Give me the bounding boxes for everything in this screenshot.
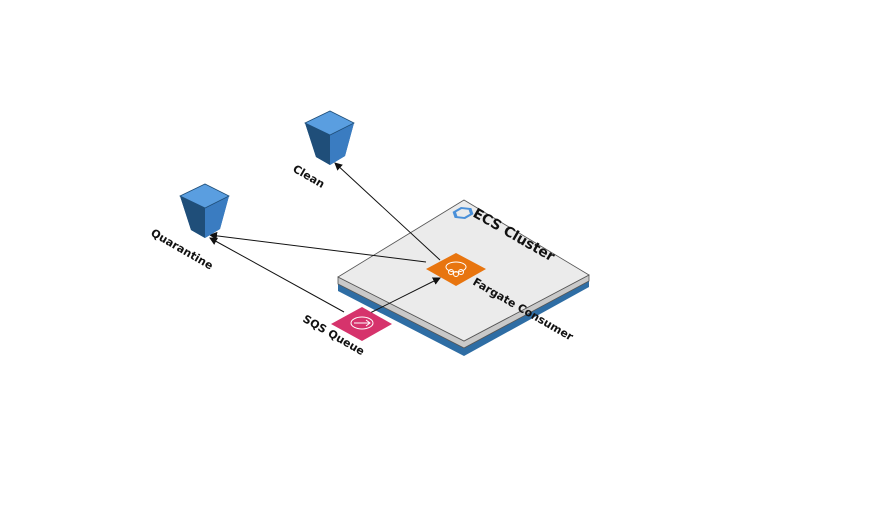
clean-bucket[interactable]: Clean xyxy=(291,110,355,191)
edge-fargate-to-quarantine xyxy=(209,231,427,263)
fargate-glyph-icon xyxy=(445,261,467,277)
sqs-glyph-icon xyxy=(350,316,374,330)
edge-sqs-to-quarantine xyxy=(209,237,345,313)
edge-sqs-to-fargate xyxy=(369,277,441,314)
sqs-icon xyxy=(331,307,392,341)
s3-bucket-icon xyxy=(304,110,355,165)
connections xyxy=(209,162,441,314)
fargate-icon xyxy=(426,253,486,286)
s3-bucket-icon xyxy=(179,183,230,238)
ecs-logo-icon xyxy=(452,206,474,220)
sqs-queue[interactable]: SQS Queue xyxy=(301,307,393,358)
quarantine-bucket[interactable]: Quarantine xyxy=(149,183,230,272)
clean-label: Clean xyxy=(291,162,327,191)
edge-fargate-to-clean xyxy=(334,162,441,261)
